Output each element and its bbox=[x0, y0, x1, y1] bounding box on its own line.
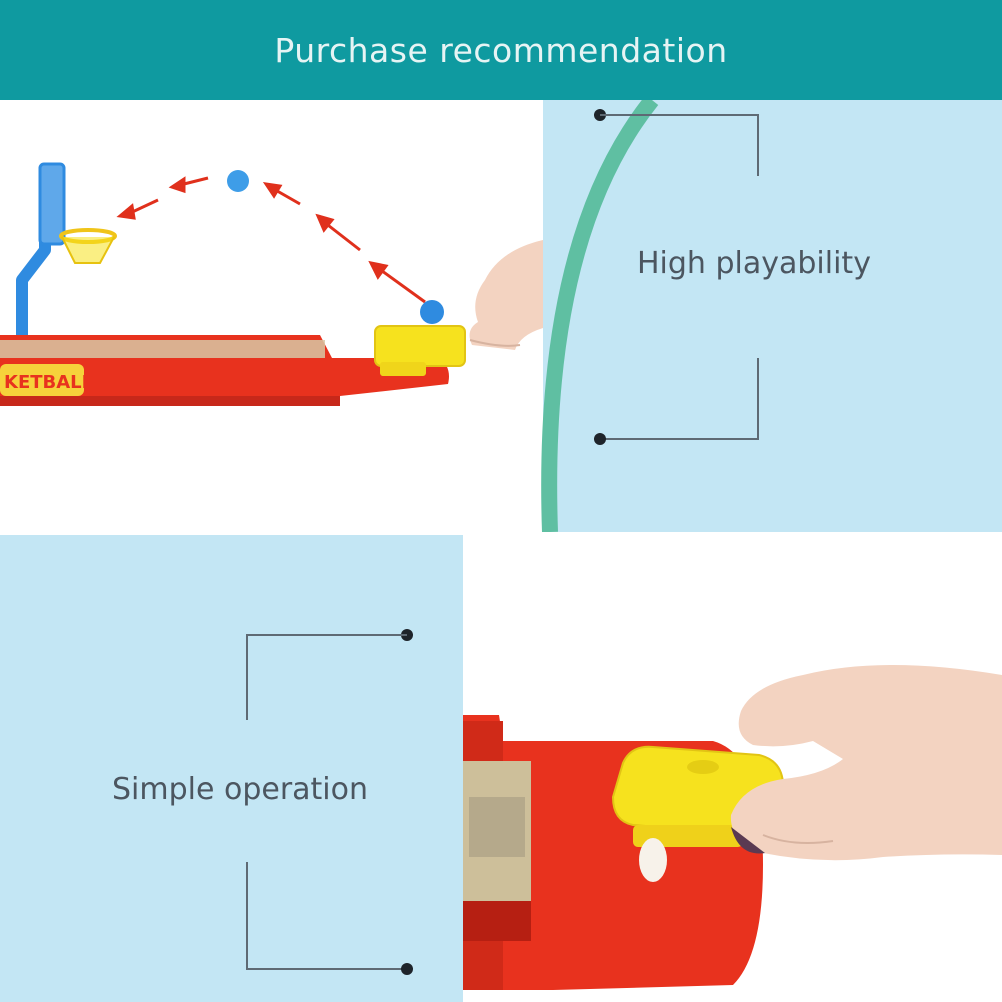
product-image-shooting: KETBALL bbox=[0, 162, 543, 406]
bracket-dot-bottom-lower bbox=[401, 963, 413, 975]
bracket-line-top-lower-h bbox=[600, 438, 758, 440]
bracket-dot-bottom-upper bbox=[401, 629, 413, 641]
bracket-line-bottom-upper-h bbox=[246, 634, 407, 636]
panel-accent-arc bbox=[541, 100, 659, 532]
bracket-line-top-lower-v bbox=[757, 358, 759, 440]
bracket-line-top-upper-v bbox=[757, 114, 759, 176]
feature-panel-bottom bbox=[0, 535, 463, 1002]
feature-label-high-playability: High playability bbox=[637, 246, 871, 281]
product-logo-text: KETBALL bbox=[4, 372, 93, 393]
header-banner: Purchase recommendation bbox=[0, 0, 1002, 100]
bracket-dot-top-lower bbox=[594, 433, 606, 445]
bracket-line-bottom-upper-v bbox=[246, 634, 248, 720]
page-title: Purchase recommendation bbox=[274, 30, 728, 70]
bracket-line-bottom-lower-v bbox=[246, 862, 248, 970]
feature-panel-top bbox=[543, 100, 1002, 532]
bracket-line-top-upper-h bbox=[600, 114, 758, 116]
product-image-launcher bbox=[463, 665, 1002, 990]
feature-label-simple-operation: Simple operation bbox=[112, 772, 369, 807]
ball-trajectory-arrow-icon bbox=[116, 176, 426, 304]
bracket-line-bottom-lower-h bbox=[246, 968, 407, 970]
